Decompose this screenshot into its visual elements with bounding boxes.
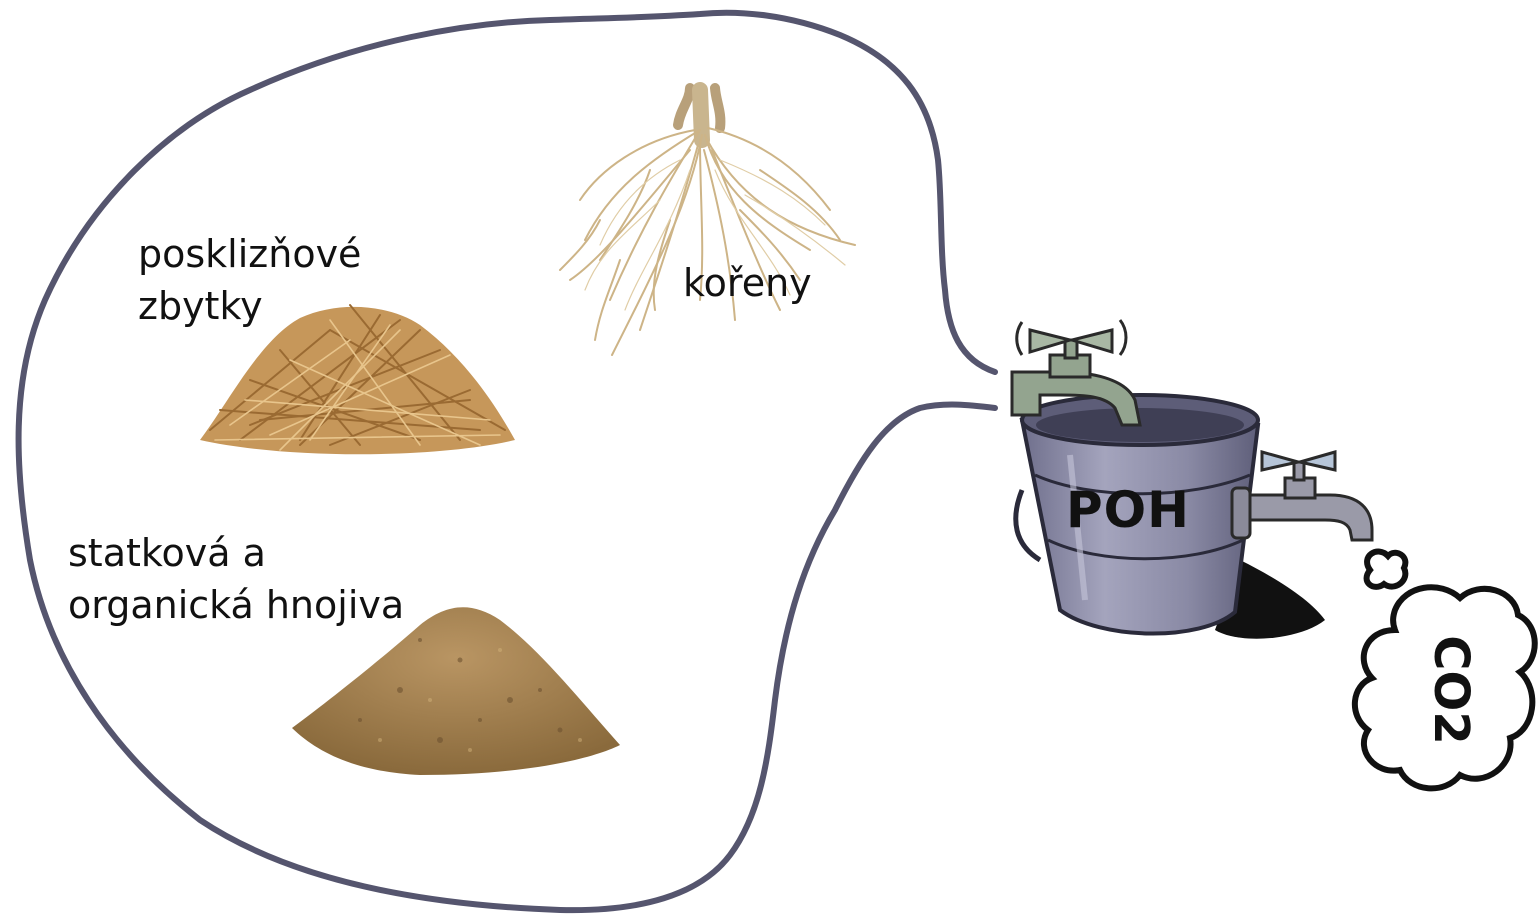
crop-residues-label-line2: zbytky <box>138 280 361 332</box>
poh-label: POH <box>1066 480 1190 540</box>
roots-label: kořeny <box>683 257 812 309</box>
manure-label-line1: statková a <box>68 527 404 579</box>
soil-heap-illustration <box>292 607 620 775</box>
roots-illustration <box>560 88 855 355</box>
crop-residues-label: posklizňové zbytky <box>138 228 361 332</box>
manure-label: statková a organická hnojiva <box>68 527 404 631</box>
manure-label-line2: organická hnojiva <box>68 579 404 631</box>
crop-residues-label-line1: posklizňové <box>138 228 361 280</box>
co2-label: CO2 <box>1423 635 1479 744</box>
soil-boundary-outline <box>19 13 995 910</box>
